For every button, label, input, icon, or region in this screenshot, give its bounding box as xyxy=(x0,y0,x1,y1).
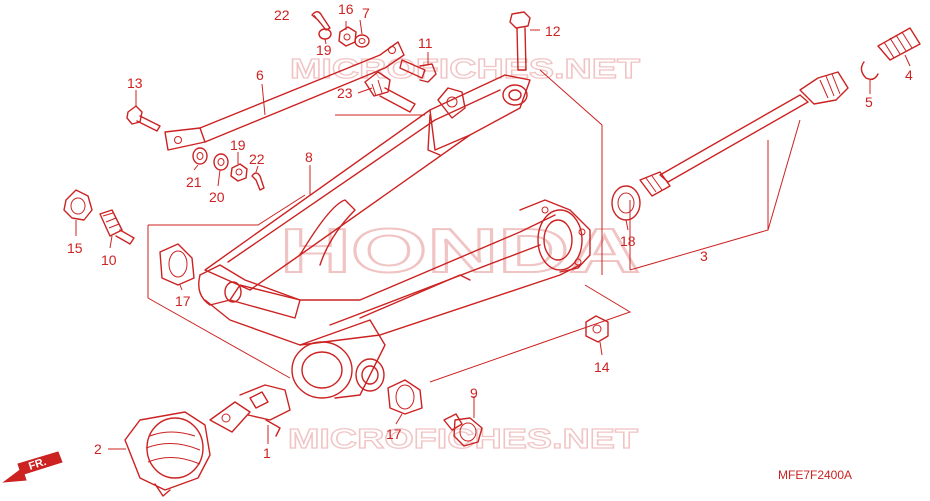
callout-9[interactable]: 9 xyxy=(470,385,478,401)
callout-4[interactable]: 4 xyxy=(905,67,913,83)
nut-14 xyxy=(585,315,609,343)
callout-2[interactable]: 2 xyxy=(94,441,102,457)
callout-11[interactable]: 11 xyxy=(418,35,433,51)
universal-joint-1 xyxy=(209,384,291,437)
circlip-5 xyxy=(860,61,879,81)
callout-10[interactable]: 10 xyxy=(101,252,117,268)
callout-8[interactable]: 8 xyxy=(305,149,313,165)
callout-5[interactable]: 5 xyxy=(865,94,873,110)
bolt-11 xyxy=(399,59,437,83)
callout-23[interactable]: 23 xyxy=(337,85,353,101)
washer-7 xyxy=(354,34,370,48)
callout-18[interactable]: 18 xyxy=(620,233,636,249)
watermark-top: MICROFICHES.NET xyxy=(290,53,640,84)
callout-17-rear[interactable]: 17 xyxy=(386,426,402,442)
bracket-rear-housing xyxy=(429,284,632,383)
washer-20 xyxy=(213,153,229,171)
drive-shaft-3 xyxy=(639,71,849,197)
washer-19-top xyxy=(318,28,332,40)
callout-7[interactable]: 7 xyxy=(362,5,370,21)
dust-boot-2 xyxy=(124,411,211,497)
callout-15[interactable]: 15 xyxy=(67,240,83,256)
callout-16[interactable]: 16 xyxy=(338,1,354,17)
callout-12[interactable]: 12 xyxy=(545,23,561,39)
washer-21 xyxy=(192,147,208,165)
spring-4 xyxy=(877,27,921,61)
callout-22-top[interactable]: 22 xyxy=(274,7,290,23)
pivot-bolt-23 xyxy=(364,71,416,113)
cotter-pin-22-lower xyxy=(251,172,265,191)
bracket-drive-shaft xyxy=(629,119,801,271)
adjusting-bolt-10 xyxy=(99,209,135,245)
callout-1[interactable]: 1 xyxy=(263,445,271,461)
drain-bolt-9 xyxy=(443,413,483,447)
bolt-13 xyxy=(126,105,161,132)
bracket-pivot-right xyxy=(539,69,603,275)
bearing-17-front xyxy=(159,243,195,286)
nut-16 xyxy=(338,26,357,47)
callout-6[interactable]: 6 xyxy=(256,67,264,83)
bolt-12 xyxy=(509,11,531,71)
cotter-pin-22-top xyxy=(311,11,331,31)
callout-19-top[interactable]: 19 xyxy=(316,42,332,58)
nut-19-lower xyxy=(230,163,248,182)
leader-lines xyxy=(75,14,911,450)
torque-rod xyxy=(164,41,405,151)
callout-labels: 1 2 3 4 5 6 7 8 9 10 11 12 13 14 15 16 1… xyxy=(67,1,913,461)
callout-20[interactable]: 20 xyxy=(209,189,225,205)
diagram-code: MFE7F2400A xyxy=(778,468,852,482)
callout-22-lower[interactable]: 22 xyxy=(249,151,265,167)
bracket-swingarm-left xyxy=(147,225,291,379)
bearing-17-rear xyxy=(387,379,423,415)
bracket-swingarm-top xyxy=(148,194,306,226)
fr-label: FR. xyxy=(27,456,48,473)
callout-3[interactable]: 3 xyxy=(700,248,708,264)
front-direction-arrow: FR. xyxy=(2,451,63,483)
callout-14[interactable]: 14 xyxy=(594,359,610,375)
swingarm xyxy=(198,74,591,399)
callout-13[interactable]: 13 xyxy=(127,75,143,91)
callout-21[interactable]: 21 xyxy=(186,174,202,190)
callout-17-front[interactable]: 17 xyxy=(175,293,191,309)
oil-seal-18 xyxy=(611,185,641,221)
cap-15 xyxy=(63,189,93,221)
callout-19-lower[interactable]: 19 xyxy=(230,137,246,153)
